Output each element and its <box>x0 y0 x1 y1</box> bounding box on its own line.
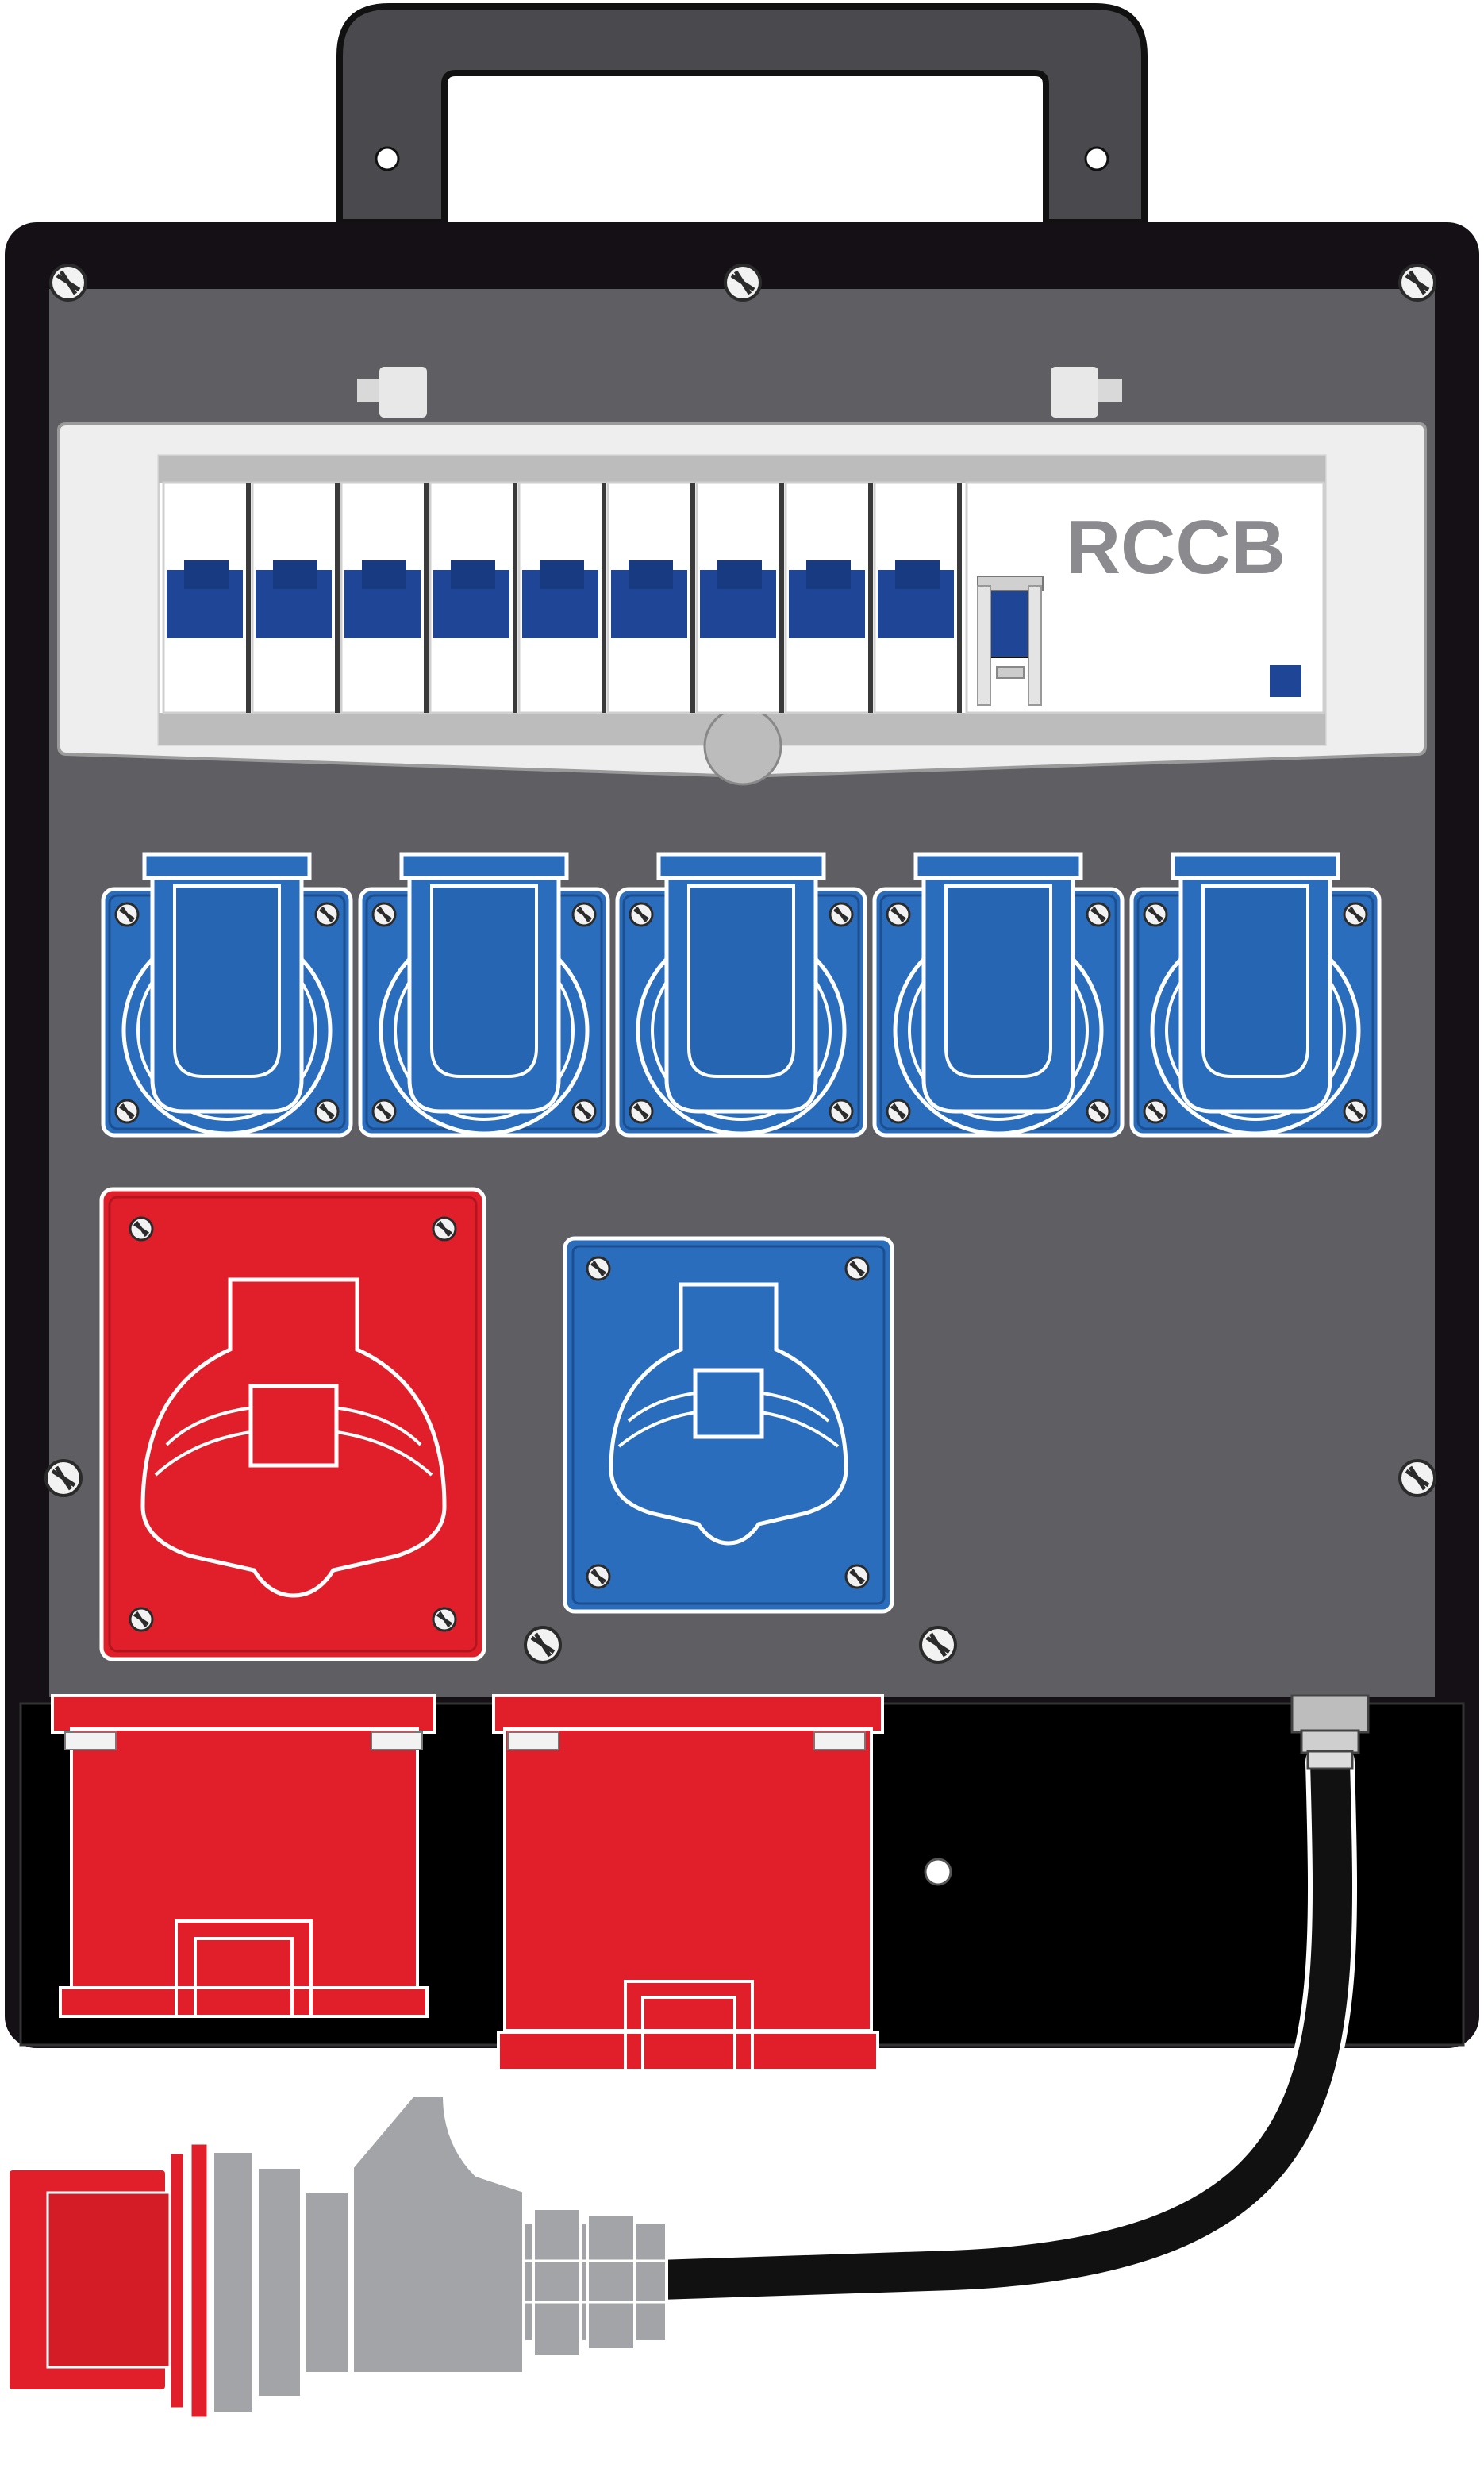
screw-icon <box>725 265 760 300</box>
cee-blue-socket[interactable] <box>563 1236 894 1614</box>
schuko-socket[interactable] <box>360 854 608 1135</box>
mcb-lever[interactable] <box>895 560 940 589</box>
screw-icon <box>129 1216 154 1242</box>
screw-icon <box>921 1627 955 1662</box>
screw-icon <box>129 1607 154 1632</box>
mcb-lever[interactable] <box>451 560 495 589</box>
mcb-row <box>162 481 962 714</box>
mcb-divider <box>335 483 340 713</box>
screw-icon <box>51 265 86 300</box>
mcb-divider <box>424 483 429 713</box>
mcb-lever[interactable] <box>629 560 673 589</box>
screw-icon <box>432 1607 457 1632</box>
mcb-divider <box>513 483 517 713</box>
power-cable <box>634 1694 1370 2305</box>
screw-icon <box>432 1216 457 1242</box>
flip-cover-right[interactable] <box>492 1694 884 2072</box>
mcb-lever[interactable] <box>362 560 406 589</box>
mcb-divider <box>779 483 784 713</box>
enclosure-screw <box>703 707 782 786</box>
cable-gland-icon <box>1290 1694 1370 1770</box>
mounting-tabs <box>357 367 1122 418</box>
screw-icon <box>586 1256 611 1281</box>
rccb-test-button[interactable] <box>1270 665 1301 697</box>
tray-hole <box>924 1858 952 1886</box>
schuko-socket[interactable] <box>617 854 865 1135</box>
carry-handle[interactable] <box>336 3 1148 225</box>
screw-icon <box>1400 265 1435 300</box>
screw-icon <box>586 1564 611 1589</box>
mcb-divider <box>957 483 962 713</box>
mcb-divider <box>602 483 606 713</box>
screw-icon <box>844 1256 870 1281</box>
screw-icon <box>1400 1461 1435 1496</box>
cee-plug-icon[interactable] <box>6 2094 668 2420</box>
mcb-lever[interactable] <box>184 560 229 589</box>
rccb-module: RCCB <box>965 481 1325 714</box>
mcb-lever[interactable] <box>273 560 317 589</box>
mcb-divider <box>868 483 873 713</box>
schuko-socket-row <box>103 854 1379 1135</box>
screw-icon <box>844 1564 870 1589</box>
flip-cover-left[interactable] <box>51 1694 436 2018</box>
mcb-divider <box>690 483 695 713</box>
rccb-label: RCCB <box>1066 505 1286 590</box>
schuko-socket[interactable] <box>103 854 351 1135</box>
schuko-socket[interactable] <box>875 854 1122 1135</box>
mcb-lever[interactable] <box>717 560 762 589</box>
screw-icon <box>525 1627 560 1662</box>
mcb-divider <box>246 483 251 713</box>
mcb-lever[interactable] <box>806 560 851 589</box>
screw-icon <box>46 1461 81 1496</box>
schuko-socket[interactable] <box>1132 854 1379 1135</box>
mcb-lever[interactable] <box>540 560 584 589</box>
cee-red-socket[interactable] <box>99 1187 486 1661</box>
